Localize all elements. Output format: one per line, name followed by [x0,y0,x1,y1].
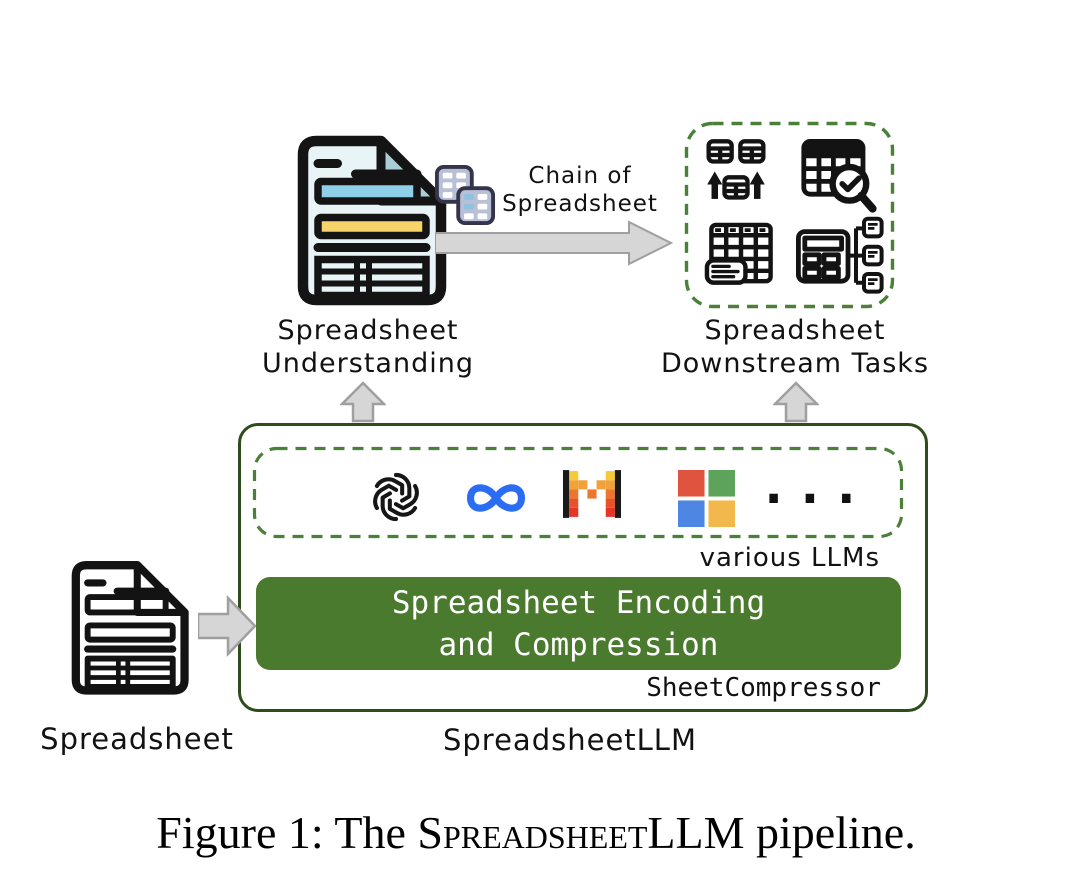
caption-prefix: Figure 1: The [156,807,418,858]
caption-suffix: LLM pipeline. [647,807,916,858]
downstream-tasks-box [684,121,895,309]
more-llms-dots: ... [758,456,867,516]
sheet-compressor-label: SheetCompressor [646,673,881,703]
openai-logo-icon [367,468,425,526]
mistral-logo [563,470,621,518]
form-extract-icon [792,213,884,299]
table-transform-icon [698,137,774,209]
figure-caption: Figure 1: The SpreadsheetLLM pipeline. [0,806,1072,859]
chain-of-spreadsheet-label: Chain of Spreadsheet [502,163,658,217]
up-arrow-right [773,381,819,423]
encoding-line2: and Compression [438,626,719,663]
various-llms-label: various LLMs [699,543,880,573]
table-annotate-icon [704,219,778,293]
table-check-magnifier-icon [796,135,882,215]
meta-logo-icon [461,477,531,519]
spreadsheetllm-label: SpreadsheetLLM [442,723,697,757]
spreadsheet-understanding-icon [288,132,453,312]
input-arrow [198,592,256,660]
microsoft-logo-icon [678,470,735,527]
downstream-tasks-label: Spreadsheet Downstream Tasks [660,315,930,379]
spreadsheet-understanding-label: Spreadsheet Understanding [262,315,474,379]
sheet-compressor-box: Spreadsheet Encoding and Compression [256,577,901,670]
caption-smallcaps: Spreadsheet [417,807,648,858]
mini-tables-icon [434,164,496,226]
spreadsheet-input-label: Spreadsheet [40,722,234,756]
spreadsheet-input-icon [64,546,194,712]
various-llms-box [252,446,904,539]
up-arrow-left [340,381,386,423]
chain-arrow [435,220,673,266]
encoding-line1: Spreadsheet Encoding [391,584,766,621]
